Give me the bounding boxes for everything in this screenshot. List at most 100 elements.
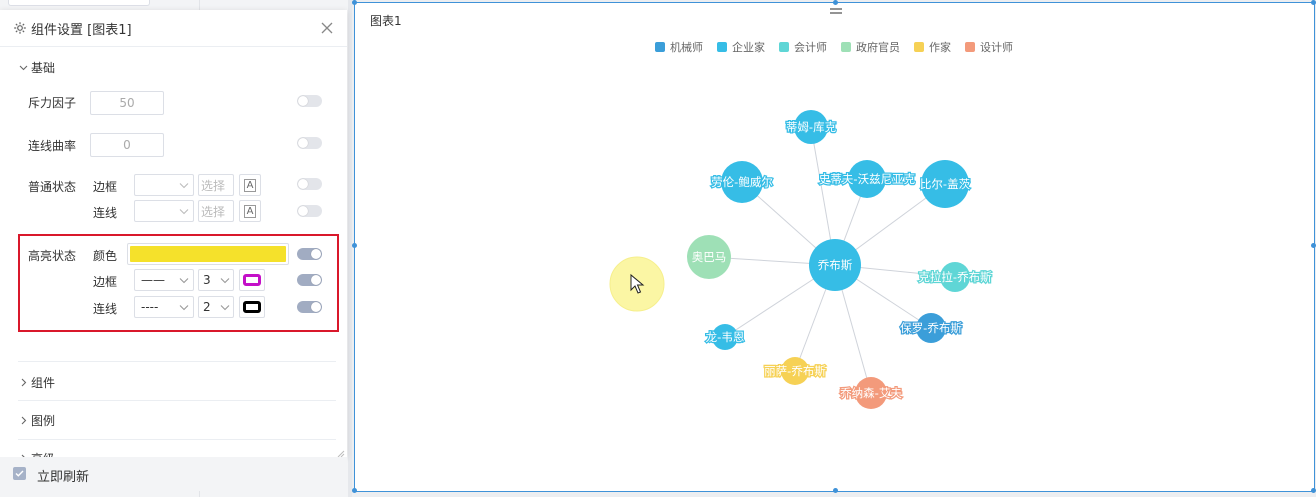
graph-node[interactable]: 保罗-乔布斯 [899,313,964,343]
graph-node[interactable]: 蒂姆-库克 [785,110,838,144]
normal-line-color-button[interactable]: A [239,200,261,222]
graph-node-circle [712,324,738,350]
chevron-right-icon [18,377,28,387]
graph-node[interactable]: 克拉拉-乔布斯 [917,262,993,292]
panel-header: 组件设置 [图表1] [0,10,347,47]
graph-node-label: 丽萨-乔布斯 [764,364,826,378]
legend-swatch [717,42,727,52]
normal-border-toggle[interactable] [297,178,322,190]
repulsion-toggle[interactable] [297,95,322,107]
normal-border-width-placeholder: 选择 [201,178,226,193]
graph-node-label: 乔布斯 [818,258,853,272]
graph-node[interactable]: 乔布斯 [809,239,861,291]
line-color-swatch [243,301,261,313]
auto-refresh-label: 立即刷新 [37,470,90,485]
graph-node[interactable]: 龙-韦恩 [704,324,746,350]
chevron-down-icon [18,62,28,72]
highlight-line-width-select[interactable]: 2 [198,296,234,318]
highlight-color-swatch [130,246,286,262]
resize-handle[interactable] [833,0,838,5]
legend-item[interactable]: 政府官员 [841,39,900,55]
close-icon[interactable] [319,20,335,36]
repulsion-input[interactable]: 50 [90,91,164,115]
curvature-input[interactable]: 0 [90,133,164,157]
section-basic[interactable]: 基础 [18,57,55,77]
highlight-border-color-button[interactable] [239,269,265,291]
section-advanced-label: 高级 [31,450,55,458]
legend-item[interactable]: 设计师 [965,39,1013,55]
highlight-line-style-select[interactable]: ---- [134,296,194,318]
normal-line-width-select[interactable]: 选择 [198,200,234,222]
highlight-border-width-select[interactable]: 3 [198,269,234,291]
graph-node[interactable]: 乔纳森-艾夫 [839,377,904,409]
normal-state-label: 普通状态 [28,180,77,194]
highlight-border-style-select[interactable]: —— [134,269,194,291]
resize-handle[interactable] [1311,0,1316,5]
graph-node[interactable]: 丽萨-乔布斯 [763,357,828,385]
legend-item[interactable]: 机械师 [655,39,703,55]
resize-handle[interactable] [1311,243,1316,248]
highlight-state-callout [18,234,339,332]
legend-swatch [965,42,975,52]
drag-handle-icon[interactable] [829,4,843,14]
section-component[interactable]: 组件 [18,372,55,392]
highlight-color-label: 颜色 [93,249,118,263]
graph-node[interactable]: 劳伦-鲍威尔 [710,161,774,203]
graph-node-label: 奥巴马 [692,250,727,264]
highlight-border-label: 边框 [93,275,118,289]
section-advanced[interactable]: 高级 [18,448,55,457]
top-search-input[interactable] [8,0,150,6]
legend-label: 会计师 [794,41,827,54]
auto-refresh-checkbox[interactable] [13,467,26,480]
chart-legend: 机械师 企业家 会计师 政府官员作家设计师 [655,39,1013,55]
resize-handle[interactable] [352,243,357,248]
graph-node-circle [794,110,828,144]
resize-handle[interactable] [352,0,357,5]
legend-item[interactable]: 会计师 [779,39,827,55]
legend-swatch [655,42,665,52]
chart-canvas[interactable]: 图表1 机械师 企业家 会计师 政府官员作家设计师 乔布斯 蒂姆-库克劳伦-鲍威尔 史蒂夫… [352,0,1316,493]
highlight-color-picker[interactable] [127,243,289,265]
graph-node[interactable]: 比尔-盖茨 [919,160,972,208]
normal-border-style-select[interactable] [134,174,194,196]
text-color-icon: A [244,178,256,192]
component-settings-panel: 组件设置 [图表1] 基础 斥力因子 50 连线曲率 0 普通状态 边框 选择 … [0,10,347,457]
resize-handle[interactable] [1311,488,1316,493]
highlight-line-color-button[interactable] [239,296,265,318]
graph-node-circle [921,160,969,208]
chevron-down-icon [220,302,230,312]
graph-node[interactable]: 奥巴马 [687,235,731,279]
legend-item[interactable]: 企业家 [717,39,765,55]
normal-line-style-select[interactable] [134,200,194,222]
highlight-color-toggle[interactable] [297,248,322,260]
legend-item[interactable]: 作家 [914,39,951,55]
highlight-line-toggle[interactable] [297,301,322,313]
chevron-down-icon [179,275,189,285]
highlight-line-style-value: ---- [141,300,159,314]
repulsion-label: 斥力因子 [28,96,77,110]
legend-label: 企业家 [732,41,765,54]
resize-handle[interactable] [352,488,357,493]
resize-handle[interactable] [833,488,838,493]
resize-grip-icon[interactable] [337,447,345,457]
curvature-toggle[interactable] [297,137,322,149]
graph-node-label: 劳伦-鲍威尔 [711,175,773,189]
section-component-label: 组件 [31,375,56,390]
chevron-down-icon [179,302,189,312]
graph-node-circle [687,235,731,279]
graph-node[interactable]: 史蒂夫-沃兹尼亚克 [818,160,917,198]
normal-border-width-select[interactable]: 选择 [198,174,234,196]
highlight-line-width-value: 2 [203,300,211,314]
graph-node-circle [781,357,809,385]
chevron-right-icon [18,453,28,457]
section-legend[interactable]: 图例 [18,410,55,430]
graph-node-circle [809,239,861,291]
normal-border-color-button[interactable]: A [239,174,261,196]
section-basic-label: 基础 [31,60,56,75]
normal-line-toggle[interactable] [297,205,322,217]
graph-node-label: 蒂姆-库克 [786,120,837,134]
chart-title: 图表1 [370,14,402,28]
normal-line-label: 连线 [93,206,118,220]
highlight-border-toggle[interactable] [297,274,322,286]
